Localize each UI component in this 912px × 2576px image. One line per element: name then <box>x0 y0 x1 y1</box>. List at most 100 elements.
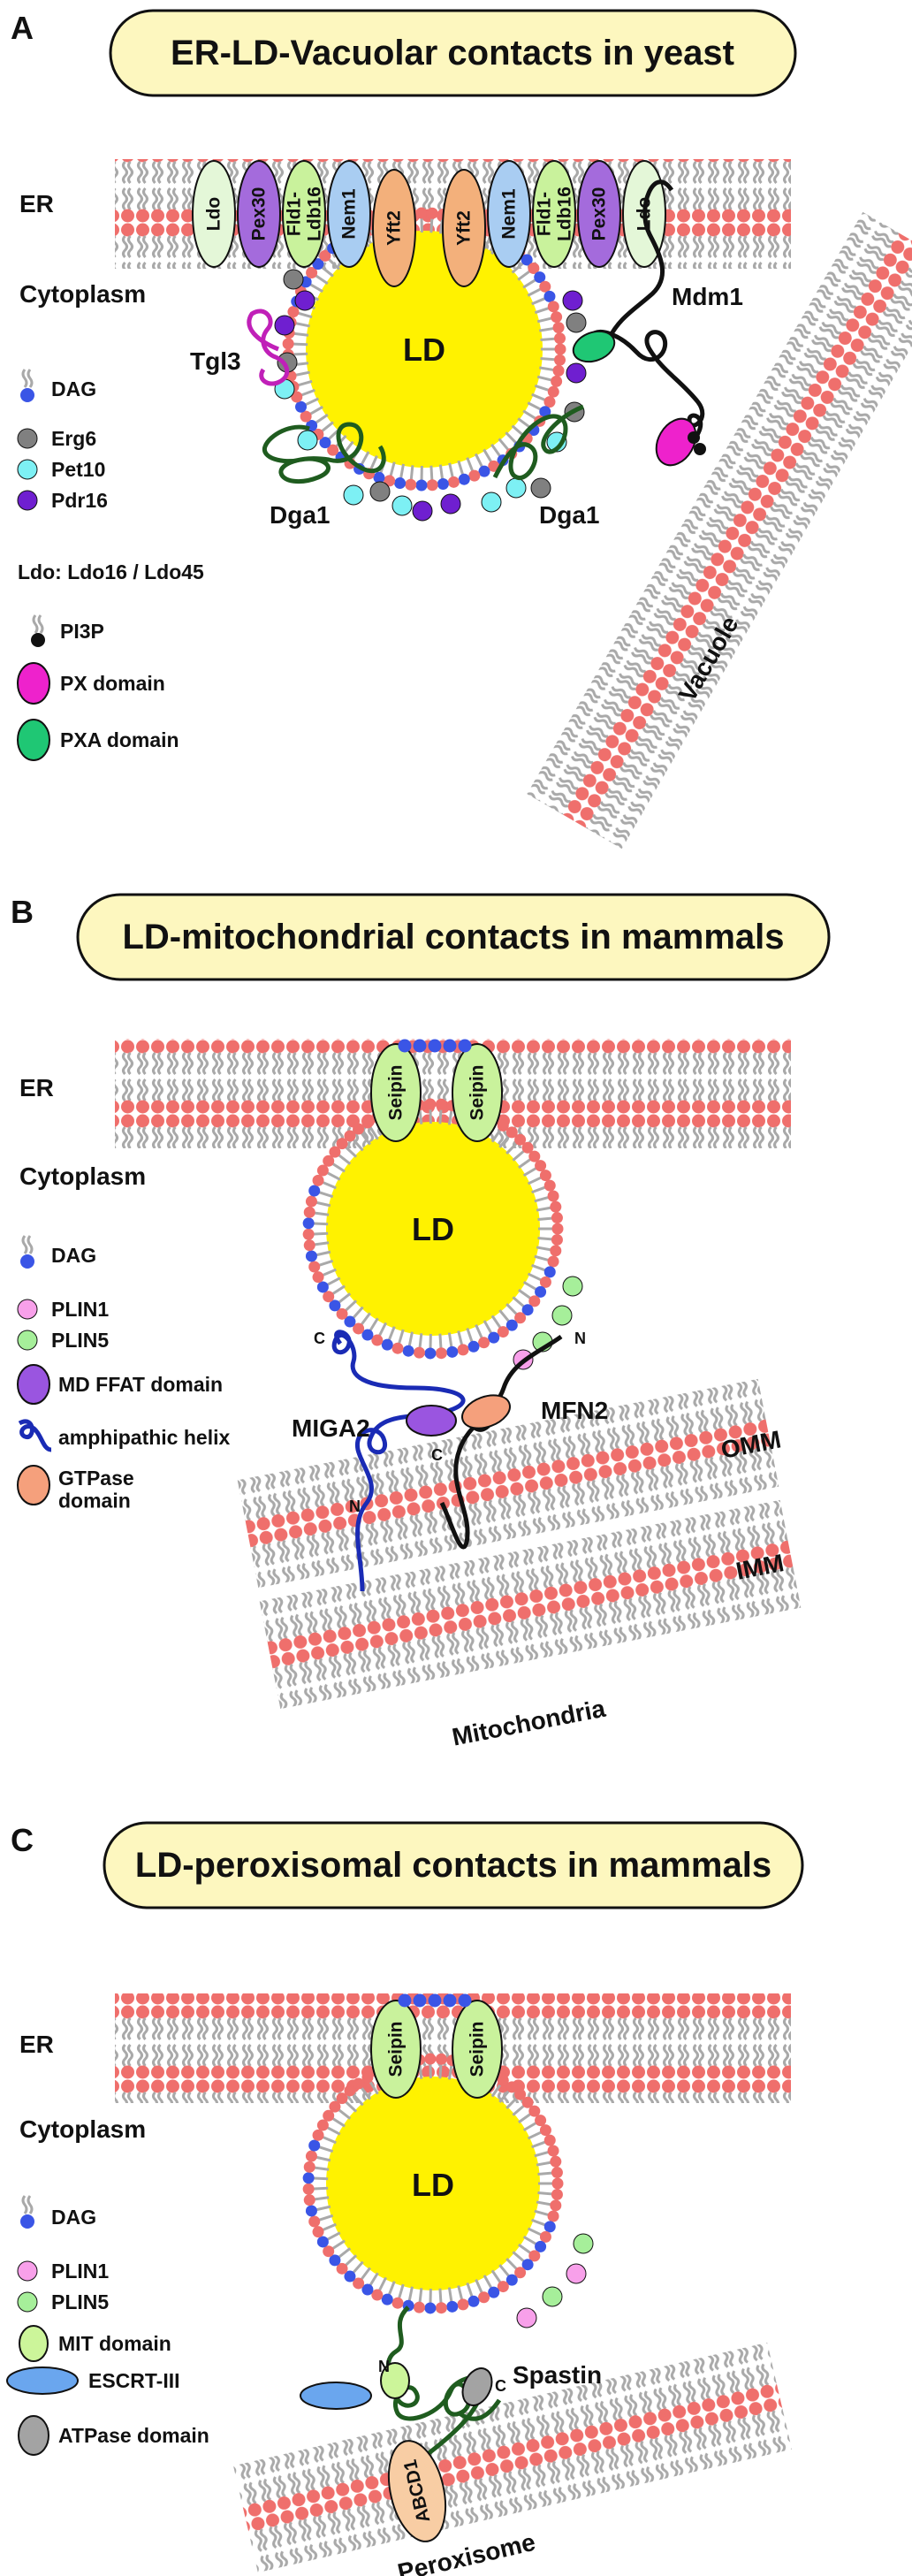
ld-phospholipid-tail <box>505 1303 518 1315</box>
ld-phospholipid-head <box>514 1133 527 1146</box>
ld-phospholipid-head <box>539 1276 551 1288</box>
ld-phospholipid-head <box>497 2281 509 2293</box>
pet10-dot <box>343 484 364 506</box>
ld-phospholipid-tail <box>490 2269 502 2283</box>
dag-head <box>398 1039 412 1053</box>
imm-membrane <box>259 1499 802 1710</box>
ld-phospholipid-tail <box>539 366 554 371</box>
ld-phospholipid-tail <box>409 465 414 480</box>
dag-head <box>344 2270 356 2283</box>
ld-phospholipid-head <box>551 2177 564 2190</box>
pet10-dot <box>391 495 413 516</box>
dag-head <box>443 1039 457 1053</box>
ld-phospholipid-tail <box>407 1331 414 1346</box>
dag-head <box>446 1345 459 1358</box>
ld-phospholipid-tail <box>517 270 530 281</box>
dag-head <box>458 1993 472 2008</box>
ld-phospholipid-tail <box>536 375 552 382</box>
ld-phospholipid-tail <box>518 1158 531 1170</box>
ld-phospholipid-head <box>323 1155 335 1167</box>
pi3p-icon <box>31 633 45 647</box>
ld-phospholipid-tail <box>326 2231 341 2241</box>
ld-phospholipid-head <box>528 2250 541 2262</box>
mfn2-n-terminus: N <box>574 1330 586 1347</box>
ld-label-c: LD <box>412 2167 454 2203</box>
plin5-icon <box>17 1330 38 1351</box>
ld-phospholipid-head <box>547 385 559 398</box>
legend-a-5: PI3P <box>60 620 104 643</box>
pdr16-dot <box>562 290 583 311</box>
legend-a-4: Ldo: Ldo16 / Ldo45 <box>18 560 204 583</box>
ld-phospholipid-head <box>528 1150 541 1162</box>
dag-icon <box>20 2214 34 2229</box>
ld-phospholipid-tail <box>517 417 530 429</box>
plin1-dot <box>566 2263 587 2284</box>
dag-head <box>535 1285 547 1298</box>
pdr16-dot <box>412 500 433 522</box>
ld-phospholipid-tail <box>322 1268 337 1277</box>
ld-phospholipid-tail <box>536 1246 551 1252</box>
ld-phospholipid-head <box>323 2109 335 2122</box>
ld-phospholipid-tail <box>369 2272 379 2286</box>
ld-phospholipid-head <box>353 2277 365 2290</box>
dga1-left-chain <box>262 422 386 484</box>
pdr16-dot <box>440 493 461 514</box>
dag-head <box>543 290 556 302</box>
panel-letter-b: B <box>11 894 34 930</box>
ld-phospholipid-head <box>302 2183 315 2195</box>
ld-phospholipid-tail <box>483 2275 493 2289</box>
ld-phospholipid-head <box>554 343 566 355</box>
ld-phospholipid-tail <box>490 1129 502 1143</box>
dag-head <box>428 1039 442 1053</box>
legend-b-0: DAG <box>51 1244 96 1267</box>
plin1-icon <box>17 2260 38 2282</box>
dag-head <box>458 1039 472 1053</box>
ld-phospholipid-tail <box>338 2108 352 2120</box>
mitochondria-label: Mitochondria <box>450 1695 608 1751</box>
ld-phospholipid-tail <box>527 2227 542 2237</box>
ld-phospholipid-tail <box>369 455 378 469</box>
ld-phospholipid-head <box>361 2071 374 2084</box>
mit-domain <box>380 2362 410 2399</box>
dga1-right-chain <box>492 404 584 480</box>
ld-phospholipid-tail <box>338 1292 352 1304</box>
legend-a: DAG Erg6 Pet10 Pdr16 Ldo: Ldo16 / Ldo45 … <box>17 369 204 761</box>
spastin-chain <box>458 2398 502 2421</box>
ld-phospholipid-tail <box>345 1299 358 1312</box>
ld-phospholipid-head <box>336 1138 348 1150</box>
ld-phospholipid-tail <box>322 1181 337 1190</box>
legend-c-5: ATPase domain <box>58 2424 209 2447</box>
ld-phospholipid-head <box>552 322 565 334</box>
ld-phospholipid-head <box>302 1228 315 1240</box>
ld-phospholipid-tail <box>531 1185 546 1194</box>
miga2-c-terminus: C <box>314 1330 325 1347</box>
dag-head <box>361 2283 374 2296</box>
ld-phospholipid-head <box>344 2084 356 2097</box>
ld-phospholipid-head <box>514 1312 527 1324</box>
ld-phospholipid-head <box>497 1119 509 1132</box>
ld-phospholipid-tail <box>483 448 492 462</box>
ld-phospholipid-tail <box>518 2113 531 2124</box>
ld-phospholipid-head <box>478 2291 490 2304</box>
pxa-domain <box>572 330 616 363</box>
ld-phospholipid-tail <box>331 1162 346 1173</box>
pet10-dot <box>546 431 567 453</box>
ld-phospholipid-head <box>550 1200 562 1213</box>
ld-phospholipid-tail <box>318 1259 334 1267</box>
ld-phospholipid-tail <box>505 1142 518 1155</box>
ld-phospholipid-tail <box>322 2136 337 2145</box>
ld-phospholipid-head <box>539 1170 551 1182</box>
er-protein-label: Pex30 <box>589 187 610 241</box>
ld-phospholipid-head <box>424 2053 437 2065</box>
ld-phospholipid-tail <box>522 1167 537 1177</box>
ld-phospholipid-head <box>287 306 300 318</box>
ld-phospholipid-tail <box>512 2105 525 2116</box>
ld-phospholipid-head <box>308 1261 321 1273</box>
ld-phospholipid-head <box>371 1334 384 1346</box>
ld-phospholipid-tail <box>314 2176 329 2181</box>
panel-c: C LD-peroxisomal contacts in mammals ER … <box>6 1821 804 2576</box>
amphipathic-helix-icon <box>18 1419 52 1452</box>
dag-head <box>394 477 407 490</box>
plin5-dot <box>562 1276 583 1297</box>
